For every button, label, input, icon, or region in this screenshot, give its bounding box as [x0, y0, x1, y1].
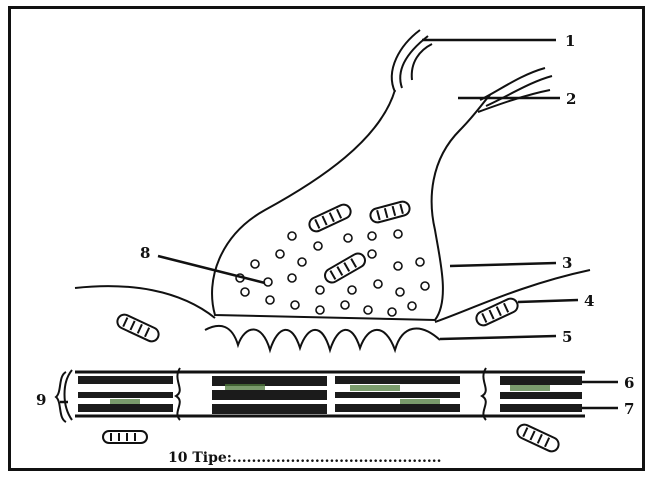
membrane-right: [435, 270, 590, 322]
nerve-fibre-strands: [392, 30, 552, 112]
label-5: 5: [562, 328, 572, 346]
label-3: 3: [562, 254, 572, 272]
label-6: 6: [624, 374, 634, 392]
leader-lines: [60, 40, 618, 408]
label-9: 9: [36, 391, 46, 409]
junctional-folds: [205, 326, 440, 350]
label-4: 4: [584, 292, 594, 310]
label-8: 8: [140, 244, 150, 262]
myofibril-bundle: [65, 368, 586, 420]
label-1: 1: [565, 32, 575, 50]
label-10-caption: 10 Тірe:................................…: [168, 450, 442, 466]
label-7: 7: [624, 400, 634, 418]
label-2: 2: [566, 90, 576, 108]
membrane-left: [75, 286, 215, 318]
